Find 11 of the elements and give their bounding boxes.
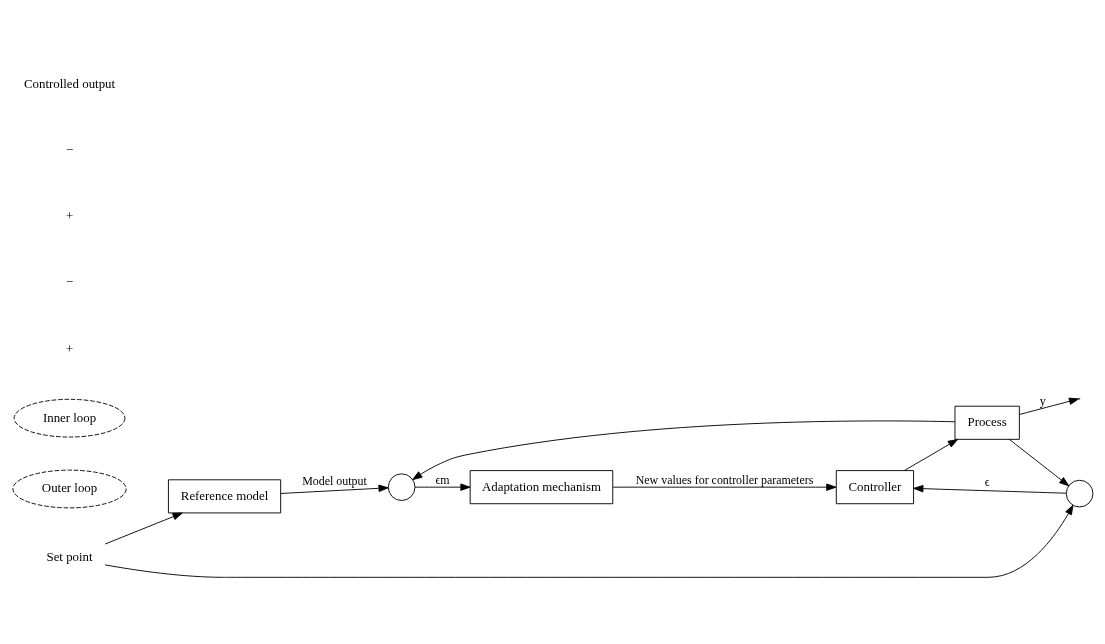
edge-label: Model output: [302, 473, 367, 488]
label: +: [65, 208, 74, 223]
edge-label: ϵm: [435, 472, 450, 487]
edge-label: y: [1039, 393, 1046, 408]
label: −: [65, 142, 74, 157]
label: −: [65, 274, 74, 289]
node-text: Set point: [46, 549, 93, 564]
label: Controlled output: [23, 76, 116, 91]
edge-label: ϵ: [984, 474, 990, 489]
label: +: [65, 341, 74, 356]
edge-label: New values for controller parameters: [635, 472, 814, 487]
